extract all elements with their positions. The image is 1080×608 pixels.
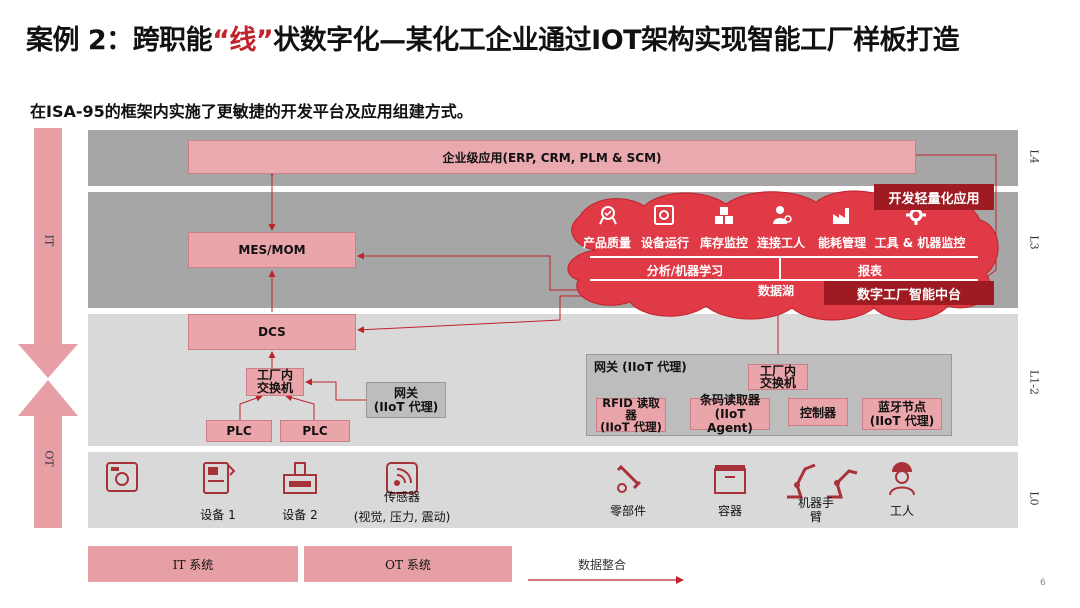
sensor-sub-label: (视觉, 压力, 震动) [353,510,451,524]
legend-it-system: IT 系统 [88,546,298,582]
parts-icon [614,462,644,496]
switch-left-box: 工厂内 交换机 [246,368,304,396]
device2-label: 设备 2 [282,508,318,522]
gateway-group-label: 网关 (IIoT 代理) [594,360,687,374]
enterprise-apps-bar: 企业级应用(ERP, CRM, PLM & SCM) [188,140,916,174]
cloud-app-workers: 连接工人 [756,236,805,250]
title-part1: 案例 2：跨职能 [26,25,213,56]
switch-right-box: 工厂内 交换机 [748,364,808,390]
band-l0 [88,452,1018,528]
cloud-app-tools: 工具 & 机器监控 [874,236,966,250]
sensor-label: 传感器 [383,490,420,504]
legend-arrow [528,576,684,584]
rfid-reader-box: RFID 读取 器 (IIoT 代理) [596,397,666,433]
data-lake-label: 数据湖 [757,284,794,298]
container-icon [712,462,748,496]
worker-label: 工人 [889,504,914,518]
bluetooth-node-box: 蓝牙节点 (IIoT 代理) [862,398,942,430]
robot-arm-label: 机器手 臂 [797,496,834,524]
light-apps-badge: 开发轻量化应用 [874,184,994,210]
quality-icon [596,203,620,227]
legend-data-integration: 数据整合 [577,558,626,572]
reports-label: 报表 [857,264,882,278]
parts-label: 零部件 [609,504,646,518]
cloud-app-quality: 产品质量 [582,236,631,250]
worker-connect-icon [770,203,794,227]
equipment-icon [652,203,676,227]
sensor-icon [384,460,420,496]
it-ot-side-arrows [18,128,78,528]
plc-box-2: PLC [280,420,350,442]
mes-mom-box: MES/MOM [188,232,356,268]
ot-arrow-shape [18,380,78,528]
device2-machine-icon [198,458,238,498]
worker-icon [886,460,918,496]
device1-label: 设备 1 [200,508,236,522]
factory-icon [830,203,854,227]
page-number: 6 [1040,578,1046,588]
analytics-label: 分析/机器学习 [646,264,724,278]
cloud-divider-top [590,256,978,258]
page-subtitle: 在ISA-95的框架内实施了更敏捷的开发平台及应用组建方式。 [30,102,473,121]
robot-arm-icon [782,456,862,500]
it-arrow-shape [18,128,78,378]
cloud-app-equipment: 设备运行 [640,236,689,250]
digital-platform-badge: 数字工厂智能中台 [824,281,994,305]
controller-box: 控制器 [788,398,848,426]
cloud-app-energy: 能耗管理 [817,236,866,250]
cloud-app-inventory: 库存监控 [699,236,748,250]
dcs-box: DCS [188,314,356,350]
container-label: 容器 [717,504,742,518]
cloud-divider-vertical [779,258,781,279]
cnc-machine-icon [280,458,320,498]
inventory-icon [712,203,736,227]
device1-icon [104,460,140,498]
barcode-reader-box: 条码读取器 (IIoT Agent) [690,393,770,435]
cloud-divider-bottom [590,279,978,281]
title-part2: 状数字化—某化工企业通过IOT架构实现智能工厂样板打造 [273,25,960,56]
gateway-left-box: 网关 (IIoT 代理) [366,382,446,418]
plc-box-1: PLC [206,420,272,442]
page-title: 案例 2：跨职能“线”状数字化—某化工企业通过IOT架构实现智能工厂样板打造 [26,26,1026,56]
title-highlight: “线” [212,25,274,56]
legend-ot-system: OT 系统 [304,546,512,582]
